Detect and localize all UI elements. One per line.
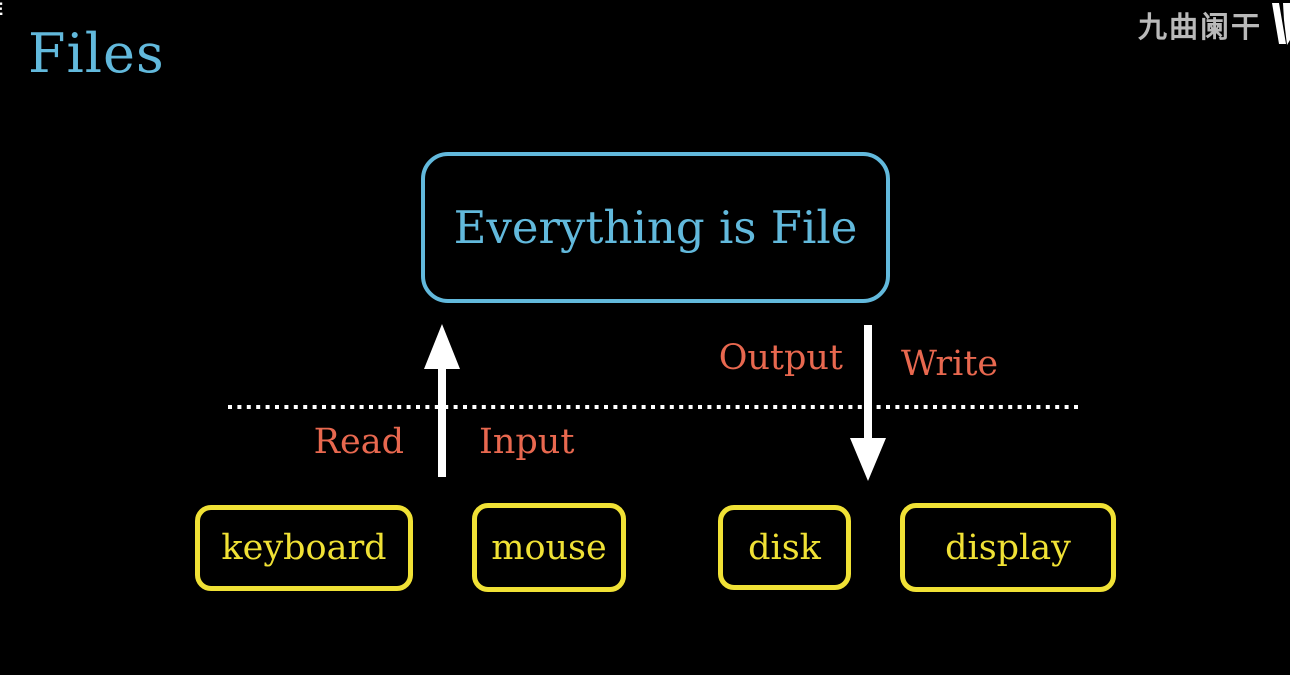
down-arrow: [850, 325, 886, 481]
label-output: Output: [718, 338, 843, 378]
up-arrow: [424, 324, 460, 477]
device-box-disk: disk: [718, 505, 851, 590]
device-label: keyboard: [221, 528, 387, 568]
watermark-text: 九曲阑干: [1137, 10, 1262, 44]
device-box-mouse: mouse: [472, 503, 626, 592]
device-label: disk: [748, 527, 821, 568]
device-label: mouse: [491, 527, 607, 568]
label-write: Write: [901, 344, 999, 384]
everything-is-file-box: Everything is File: [421, 152, 890, 303]
everything-is-file-label: Everything is File: [453, 201, 858, 254]
label-read: Read: [313, 422, 404, 462]
label-input: Input: [479, 422, 575, 462]
page-title: Files: [28, 22, 165, 85]
corner-glyph-fragment: E: [0, 0, 10, 22]
device-box-keyboard: keyboard: [195, 505, 413, 591]
device-box-display: display: [900, 503, 1116, 592]
device-label: display: [945, 527, 1071, 568]
